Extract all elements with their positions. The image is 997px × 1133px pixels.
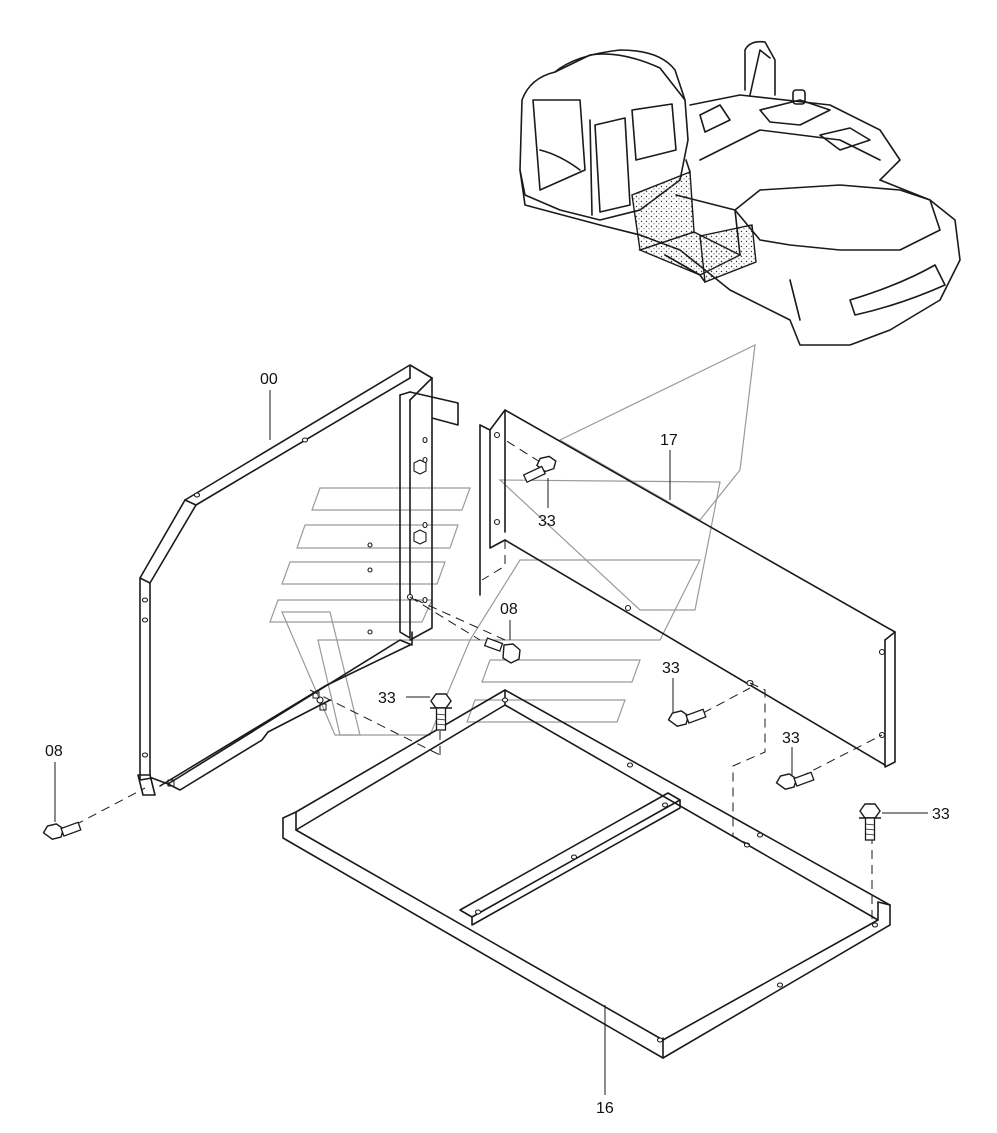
label-bolt-33-mid-right: 33	[662, 660, 680, 677]
assembly-lines	[74, 439, 883, 920]
part-labels: 00 17 33 08 33 33 33 33 08 16	[45, 371, 950, 1117]
label-bolt-33-mid-left: 33	[378, 690, 396, 707]
label-bolt-08-center: 08	[500, 601, 518, 618]
label-cover-side: 17	[660, 432, 678, 449]
label-bolt-33-top: 33	[538, 513, 556, 530]
label-bolt-33-far-right: 33	[932, 806, 950, 823]
excavator-icon	[519, 40, 961, 346]
frame-bracket	[137, 364, 459, 796]
label-cover-bottom: 16	[596, 1100, 614, 1117]
bottom-cover-tray	[282, 689, 891, 1059]
label-frame: 00	[260, 371, 278, 388]
leader-lines	[54, 390, 928, 1095]
bolt-icon	[42, 455, 882, 841]
label-bolt-08-left: 08	[45, 743, 63, 760]
watermark-logo	[269, 343, 756, 736]
label-bolt-33-right: 33	[782, 730, 800, 747]
